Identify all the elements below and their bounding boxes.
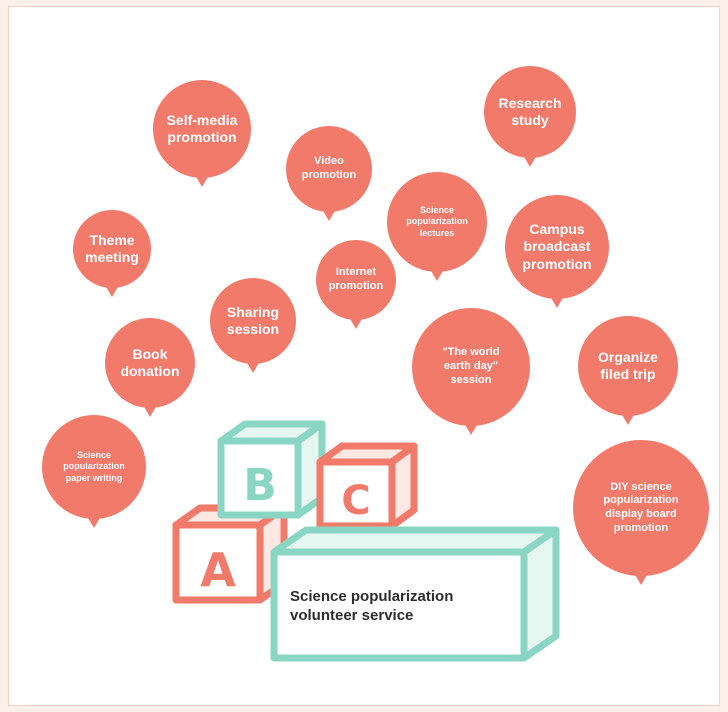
service-label: Science popularization volunteer service <box>290 588 520 626</box>
bubble-field-trip: Organize filed trip <box>578 316 678 425</box>
bubble-label: Campus broadcast promotion <box>522 220 592 272</box>
service-label-line1: Science popularization <box>290 588 454 605</box>
bubble-self-media: Self-media promotion <box>153 80 251 187</box>
bubble-label: Sharing session <box>226 303 280 338</box>
service-box <box>270 526 560 662</box>
bubble-paper: Science popularization paper writing <box>42 415 146 528</box>
bubble-research: Research study <box>484 66 576 167</box>
bubble-label: Science popularization paper writing <box>63 450 125 483</box>
bubble-label: Theme meeting <box>85 231 139 266</box>
bubble-label: DIY science popularization display board… <box>603 480 679 534</box>
block-b-letter: B <box>243 460 277 511</box>
bubble-sharing: Sharing session <box>210 278 296 373</box>
bubble-label: Research study <box>498 94 562 129</box>
bubble-label: Organize filed trip <box>598 348 658 383</box>
bubble-label: Self-media promotion <box>166 111 238 146</box>
bubble-label: Science popularization lectures <box>406 205 468 238</box>
bubble-label: Internet promotion <box>328 266 384 292</box>
block-c-letter: C <box>341 478 370 524</box>
bubble-video: Video promotion <box>286 126 372 221</box>
bubble-label: Book donation <box>120 345 180 380</box>
bubble-label: Video promotion <box>301 155 357 181</box>
bubble-science-lectures: Science popularization lectures <box>387 172 487 281</box>
bubble-internet: Internet promotion <box>316 240 396 329</box>
block-c <box>316 442 418 530</box>
bubble-earth-day: "The world earth day" session <box>412 308 530 435</box>
bubble-label: "The world earth day" session <box>442 346 500 386</box>
block-a-letter: A <box>200 543 236 597</box>
bubble-diy: DIY science popularization display board… <box>573 440 709 585</box>
service-label-line2: volunteer service <box>290 606 414 624</box>
block-b <box>217 420 326 519</box>
bubble-campus: Campus broadcast promotion <box>505 195 609 308</box>
bubble-book: Book donation <box>105 318 195 417</box>
bubble-theme: Theme meeting <box>73 210 151 297</box>
